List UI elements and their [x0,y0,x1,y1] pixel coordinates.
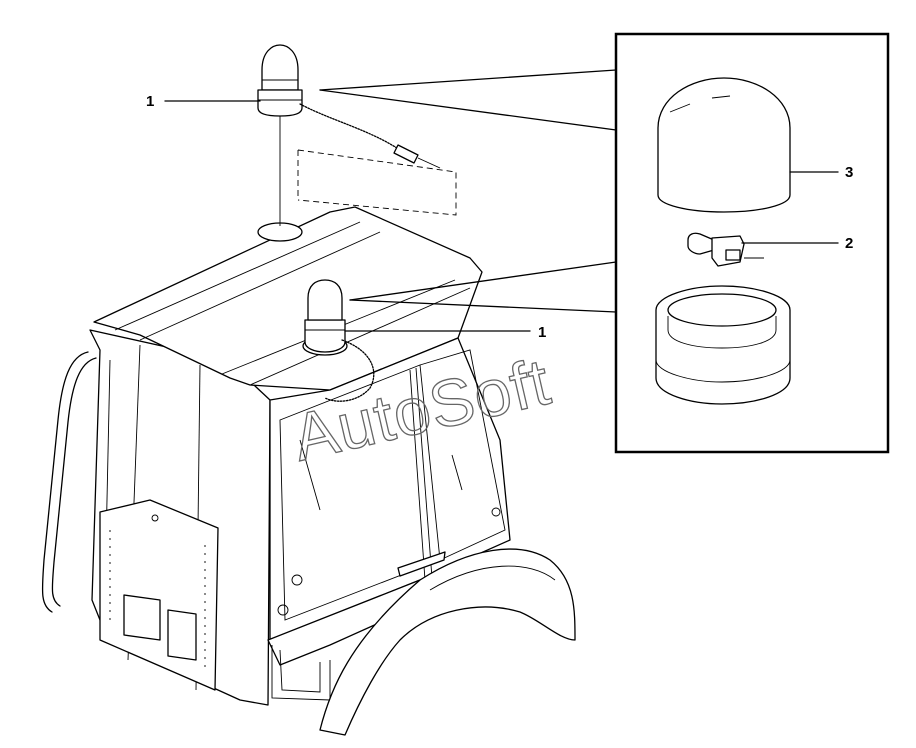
mounting-panel [297,149,457,216]
detail-leader-lines [319,69,617,313]
detail-panel [614,32,890,454]
callout-2: 2 [845,235,853,252]
beacon-dome-icon [657,77,791,213]
tractor-cab-icon [41,206,576,736]
beacon-light-icon [257,44,441,226]
callout-1-cab: 1 [538,324,546,341]
callout-3: 3 [845,164,853,181]
halogen-bulb-icon [687,232,764,267]
callout-1-top: 1 [146,93,154,110]
beacon-base-icon [655,285,791,405]
beacon-light-icon [302,279,375,402]
